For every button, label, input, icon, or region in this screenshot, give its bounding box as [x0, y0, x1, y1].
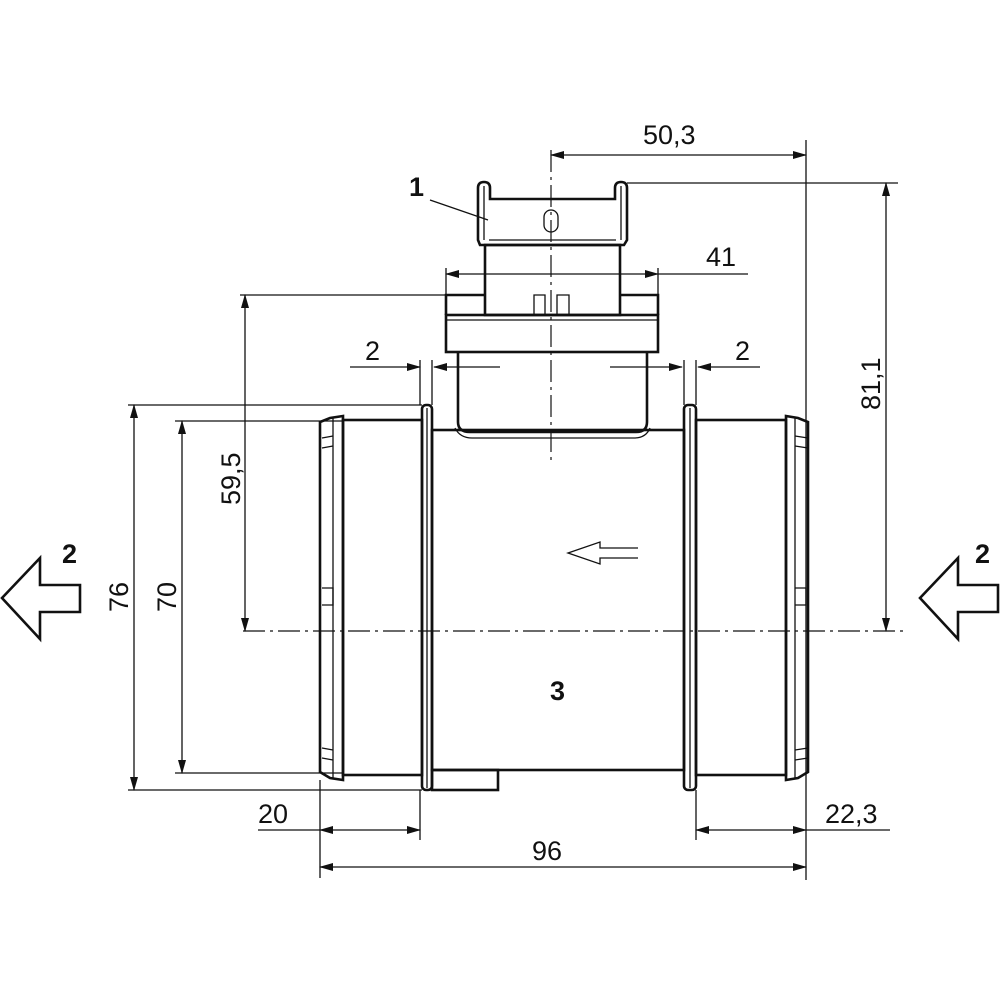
label-flow-right: 2: [975, 539, 990, 569]
dim-2-left: 2: [365, 336, 380, 366]
label-connector: 1: [409, 172, 424, 202]
airflow-arrow-left-icon: [0, 554, 82, 643]
dim-70: 70: [152, 582, 182, 612]
dim-76: 76: [104, 582, 134, 612]
housing-body: [318, 403, 810, 792]
dimension-lines: [128, 140, 898, 880]
label-housing: 3: [550, 676, 565, 706]
airflow-arrow-right-icon: [918, 554, 1000, 643]
dim-2-right: 2: [735, 336, 750, 366]
flow-direction-arrow-icon: [566, 541, 638, 565]
label-flow-left: 2: [62, 539, 77, 569]
connector: [444, 180, 660, 439]
dim-22-3: 22,3: [825, 799, 878, 829]
dim-96: 96: [532, 836, 562, 866]
dim-41: 41: [706, 242, 736, 272]
dim-20: 20: [258, 799, 288, 829]
dim-81-1: 81,1: [856, 357, 886, 410]
dim-50-3: 50,3: [643, 120, 696, 150]
dim-59-5: 59,5: [216, 452, 246, 505]
